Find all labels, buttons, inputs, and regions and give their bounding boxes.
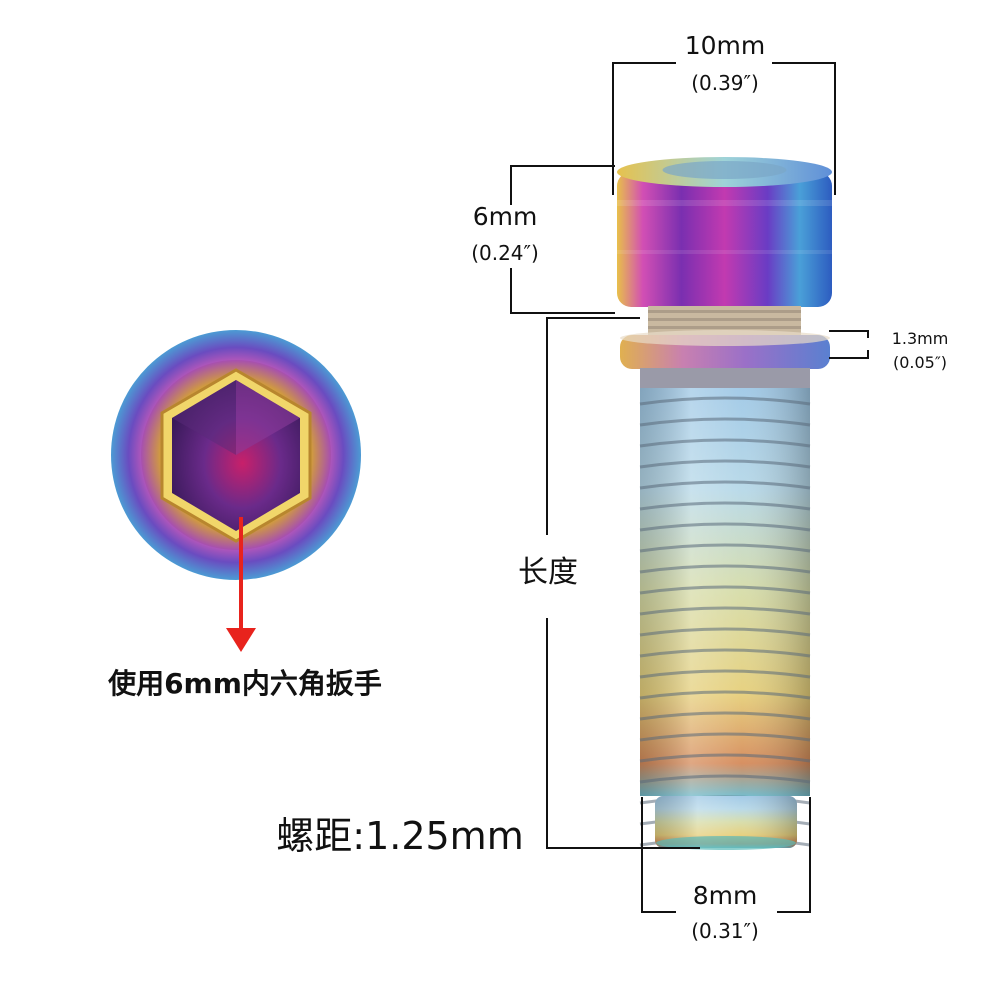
bolt-thread — [639, 368, 811, 850]
head-diameter-metric: 10mm — [684, 31, 766, 60]
thread-ridge — [639, 711, 811, 721]
thread-ridge — [639, 669, 811, 679]
thread-ridge — [639, 501, 811, 511]
length-label: 长度 — [518, 555, 578, 590]
thread-diameter-imperial: (0.31″) — [691, 919, 759, 943]
pitch-label: 螺距:1.25mm — [276, 814, 524, 858]
dimension-lines — [510, 62, 869, 913]
head-height-metric: 6mm — [472, 202, 538, 231]
red-arrow — [226, 517, 256, 652]
head-diameter-imperial: (0.39″) — [691, 71, 759, 95]
thread-ridge — [639, 753, 811, 763]
wrench-note: 使用6mm内六角扳手 — [108, 667, 382, 700]
thread-ridge — [639, 543, 811, 553]
thread-ridge — [639, 585, 811, 595]
washer-thickness-imperial: (0.05″) — [892, 353, 948, 372]
thread-diameter-metric: 8mm — [692, 881, 758, 910]
thread-ridge — [639, 396, 811, 406]
thread-ridge — [639, 774, 811, 784]
thread-ridge — [639, 459, 811, 469]
bolt-head — [617, 157, 832, 307]
thread-ridge — [639, 522, 811, 532]
thread-ridge — [639, 606, 811, 616]
thread-ridge — [639, 480, 811, 490]
thread-ridge — [639, 564, 811, 574]
thread-ridge — [639, 732, 811, 742]
thread-ridge — [639, 417, 811, 427]
thread-ridge — [639, 627, 811, 637]
thread-ridge — [639, 690, 811, 700]
washer — [620, 330, 830, 369]
thread-ridge — [639, 438, 811, 448]
thread-ridge — [639, 648, 811, 658]
washer-thickness-metric: 1.3mm — [891, 329, 949, 348]
head-height-imperial: (0.24″) — [471, 241, 539, 265]
cap-top-view — [111, 330, 361, 580]
